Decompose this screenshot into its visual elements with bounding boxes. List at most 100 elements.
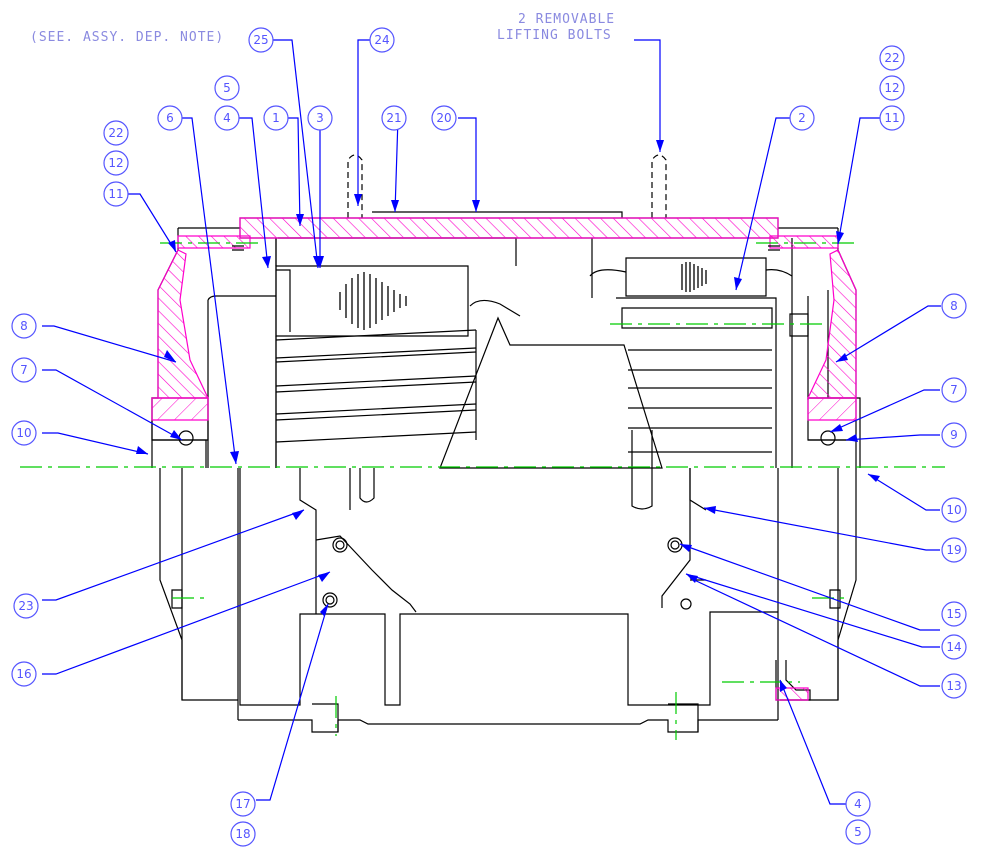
callout-10-left-circle: [11, 420, 37, 446]
callout-4-bottom: 4: [845, 791, 871, 817]
callout-15-label: 15: [946, 607, 961, 621]
lifting-note-line-1: 2 REMOVABLE: [518, 12, 616, 27]
bolt-holes: [178, 430, 836, 610]
callout-18: 18: [230, 821, 256, 847]
callout-25-label: 25: [253, 33, 268, 47]
callout-12-left: 12: [103, 150, 129, 176]
callout-12-left-circle: [103, 150, 129, 176]
callout-5-top-circle: [214, 75, 240, 101]
callout-6-circle: [157, 105, 183, 131]
callout-12-right: 12: [879, 75, 905, 101]
callout-7-left-circle: [11, 357, 37, 383]
callout-22-right-circle: [879, 45, 905, 71]
callout-11-left-circle: [103, 181, 129, 207]
callout-23: 23: [13, 593, 39, 619]
callout-2-circle: [789, 105, 815, 131]
callout-8-left-label: 8: [20, 319, 28, 333]
callout-1-circle: [263, 105, 289, 131]
callout-18-label: 18: [235, 827, 250, 841]
callout-10-right-circle: [941, 497, 967, 523]
hatched-sections: [151, 217, 857, 701]
callout-16-label: 16: [16, 667, 31, 681]
callout-4-top: 4: [214, 105, 240, 131]
callout-16-circle: [11, 661, 37, 687]
callout-11-right-circle: [879, 105, 905, 131]
callout-4-top-label: 4: [223, 111, 231, 125]
callout-24-circle: [369, 27, 395, 53]
callout-5-top: 5: [214, 75, 240, 101]
callout-7-right-label: 7: [950, 383, 958, 397]
callout-19: 19: [941, 537, 967, 563]
callout-11-right-label: 11: [884, 111, 899, 125]
callout-7-left: 7: [11, 357, 37, 383]
callout-1: 1: [263, 105, 289, 131]
callout-21: 21: [381, 105, 407, 131]
callout-7-right-circle: [941, 377, 967, 403]
callout-20: 20: [431, 105, 457, 131]
callout-14: 14: [941, 634, 967, 660]
callout-9: 9: [941, 422, 967, 448]
callout-2: 2: [789, 105, 815, 131]
callout-17-label: 17: [235, 797, 250, 811]
callout-23-circle: [13, 593, 39, 619]
callout-5-bottom: 5: [845, 819, 871, 845]
callout-16: 16: [11, 661, 37, 687]
assembly-note: (SEE. ASSY. DEP. NOTE): [30, 30, 225, 45]
callout-8-right-label: 8: [950, 299, 958, 313]
leader-lines: [42, 39, 941, 805]
callout-10-left: 10: [11, 420, 37, 446]
callout-21-label: 21: [386, 111, 401, 125]
callout-23-label: 23: [18, 599, 33, 613]
callout-17-circle: [230, 791, 256, 817]
callout-20-circle: [431, 105, 457, 131]
callout-7-right: 7: [941, 377, 967, 403]
callout-22-right-label: 22: [884, 51, 899, 65]
callout-2-label: 2: [798, 111, 806, 125]
center-lines: [20, 242, 945, 740]
callout-8-right: 8: [941, 293, 967, 319]
callout-24: 24: [369, 27, 395, 53]
callout-22-left-label: 22: [108, 126, 123, 140]
callout-8-left: 8: [11, 313, 37, 339]
callout-8-left-circle: [11, 313, 37, 339]
callout-22-left-circle: [103, 120, 129, 146]
callout-15: 15: [941, 601, 967, 627]
callout-6-label: 6: [166, 111, 174, 125]
callout-22-left: 22: [103, 120, 129, 146]
callout-3-circle: [307, 105, 333, 131]
callout-5-top-label: 5: [223, 81, 231, 95]
callout-10-right: 10: [941, 497, 967, 523]
coil-lead-marks: [232, 245, 780, 330]
lifting-note-line-2: LIFTING BOLTS: [497, 28, 612, 43]
callout-13-circle: [941, 673, 967, 699]
callout-1-label: 1: [272, 111, 280, 125]
callout-8-right-circle: [941, 293, 967, 319]
callout-24-label: 24: [374, 33, 389, 47]
callout-12-right-label: 12: [884, 81, 899, 95]
callout-13: 13: [941, 673, 967, 699]
callout-18-circle: [230, 821, 256, 847]
callout-9-label: 9: [950, 428, 958, 442]
callout-19-circle: [941, 537, 967, 563]
callout-5-bottom-circle: [845, 819, 871, 845]
callout-12-right-circle: [879, 75, 905, 101]
callout-22-right: 22: [879, 45, 905, 71]
callout-3-label: 3: [316, 111, 324, 125]
callout-4-bottom-label: 4: [854, 797, 862, 811]
housing-outline: [151, 154, 861, 733]
callout-14-label: 14: [946, 640, 961, 654]
callout-9-circle: [941, 422, 967, 448]
callout-6: 6: [157, 105, 183, 131]
callout-11-left: 11: [103, 181, 129, 207]
callout-20-label: 20: [436, 111, 451, 125]
callout-7-left-label: 7: [20, 363, 28, 377]
callout-3: 3: [307, 105, 333, 131]
arrow-heads: [136, 140, 880, 692]
callout-5-bottom-label: 5: [854, 825, 862, 839]
callout-11-right: 11: [879, 105, 905, 131]
callout-21-circle: [381, 105, 407, 131]
callout-13-label: 13: [946, 679, 961, 693]
callout-4-bottom-circle: [845, 791, 871, 817]
callout-17: 17: [230, 791, 256, 817]
